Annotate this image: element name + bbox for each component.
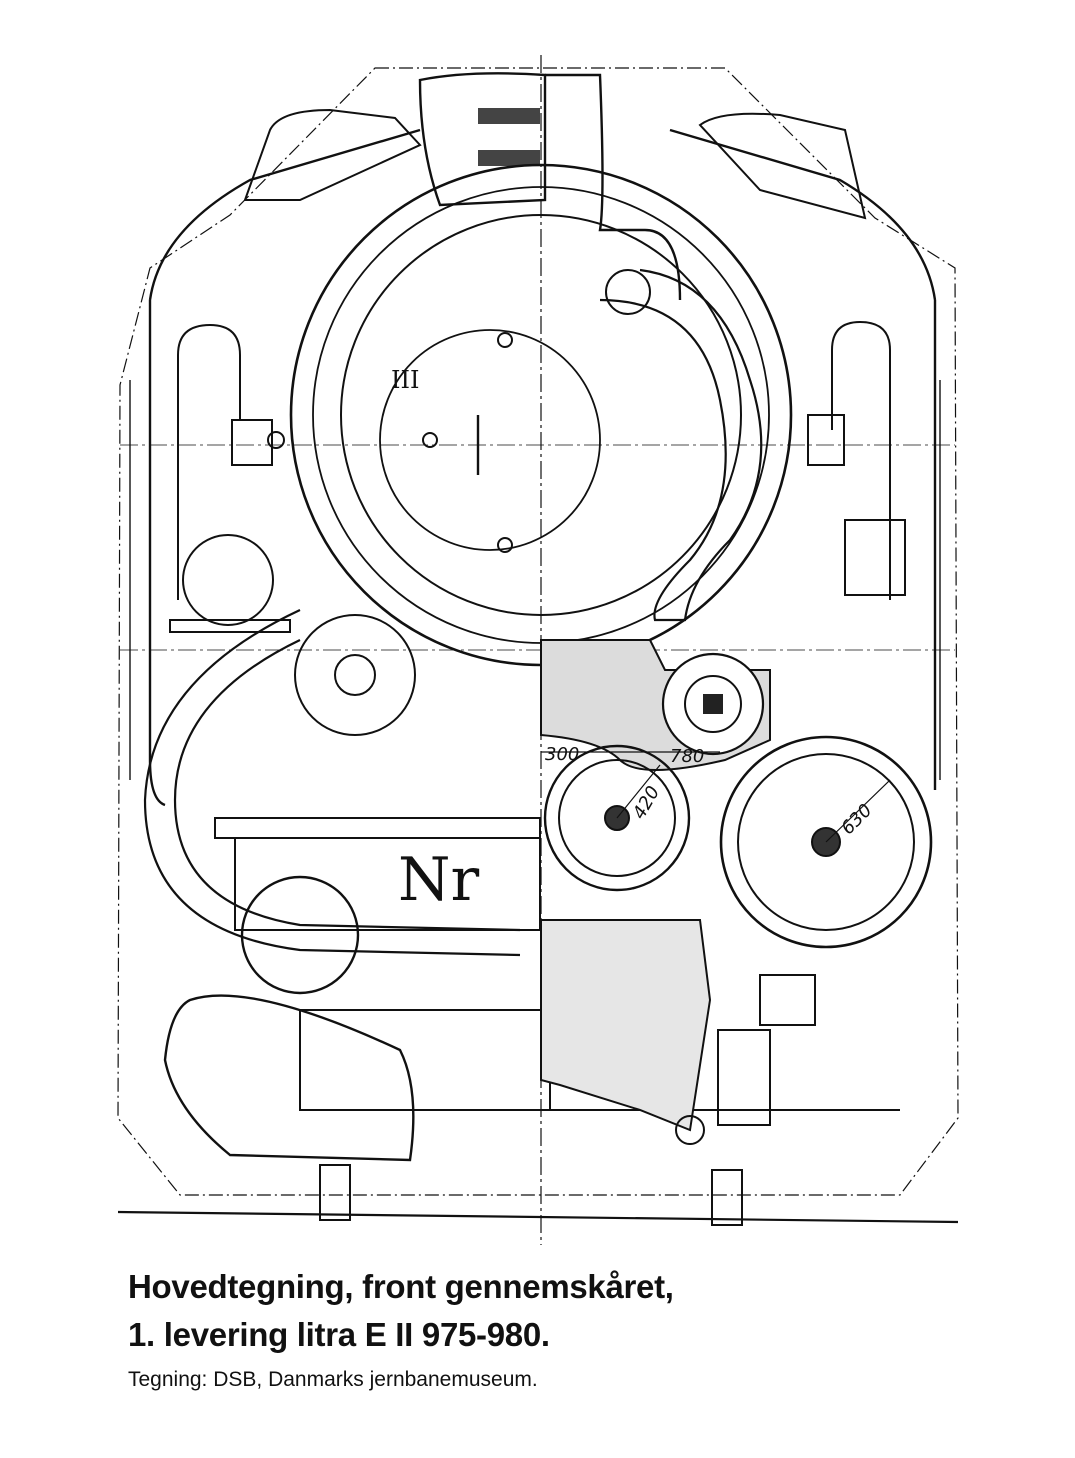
pivot-lower [675, 1115, 705, 1145]
front-plate [234, 837, 541, 931]
door-hinge-top [497, 332, 513, 348]
coupler-shield [163, 994, 415, 1162]
smokebox-door-inner [379, 329, 601, 551]
small-cylinder-left [294, 614, 416, 736]
cylinder-small-inner [558, 759, 676, 877]
roof-hood-right [698, 112, 867, 220]
valve-left-knob [267, 431, 285, 449]
platform-left [169, 619, 291, 633]
pipe-loop-left [143, 609, 521, 957]
handrail-left [177, 323, 241, 600]
caption-title-line-1: Hovedtegning, front gennemskåret, [128, 1268, 674, 1305]
small-cylinder-left-inner [334, 654, 376, 696]
valve-chest-hub [684, 675, 742, 733]
pump-box-right [844, 519, 906, 596]
caption-credit: Tegning: DSB, Danmarks jernbanemuseum. [128, 1368, 538, 1391]
steam-pipe-flange [605, 269, 651, 315]
chimney-band-1 [478, 108, 540, 124]
chimney-band-2 [478, 150, 540, 166]
cylinder-large-inner [737, 753, 915, 931]
dimension-630: 630 [837, 800, 876, 839]
door-center-lock [422, 432, 438, 448]
dimension-780: 780 [670, 746, 704, 767]
reservoir-left [182, 534, 274, 626]
dimension-300: 300 [545, 744, 579, 765]
foot-left [319, 1164, 351, 1221]
cowcatcher-right [759, 974, 816, 1026]
foot-right [711, 1169, 743, 1226]
roof-hood-left [243, 108, 422, 201]
chimney [418, 72, 547, 207]
body-outline [148, 128, 937, 807]
dim-630-line [825, 779, 891, 843]
cylinder-small [543, 744, 691, 892]
locomotive-front-section-drawing: III Nr 300 780 420 630 [117, 55, 959, 1245]
dim-420-line [616, 764, 661, 819]
roman-numeral-label: III [391, 366, 419, 394]
handrail-right [831, 320, 891, 600]
headlamp [240, 875, 360, 995]
caption-title-line-2: 1. levering litra E II 975-980. [128, 1316, 550, 1353]
rail-line [117, 1210, 959, 1224]
plate-bolts [717, 1029, 771, 1126]
steam-pipe [599, 268, 763, 622]
chimney-section-right [545, 73, 682, 301]
cylinder-large [719, 735, 933, 949]
valve-chest-core [703, 694, 723, 714]
lower-frame [299, 1009, 551, 1111]
lower-casting-right [540, 919, 712, 1132]
valve-left [231, 419, 273, 466]
dimension-420: 420 [629, 783, 664, 823]
number-plate-label: Nr [398, 845, 480, 915]
valve-right [807, 414, 845, 466]
buffer-beam [214, 817, 541, 839]
door-hinge-bottom [497, 537, 513, 553]
smokebox-door [340, 214, 742, 616]
